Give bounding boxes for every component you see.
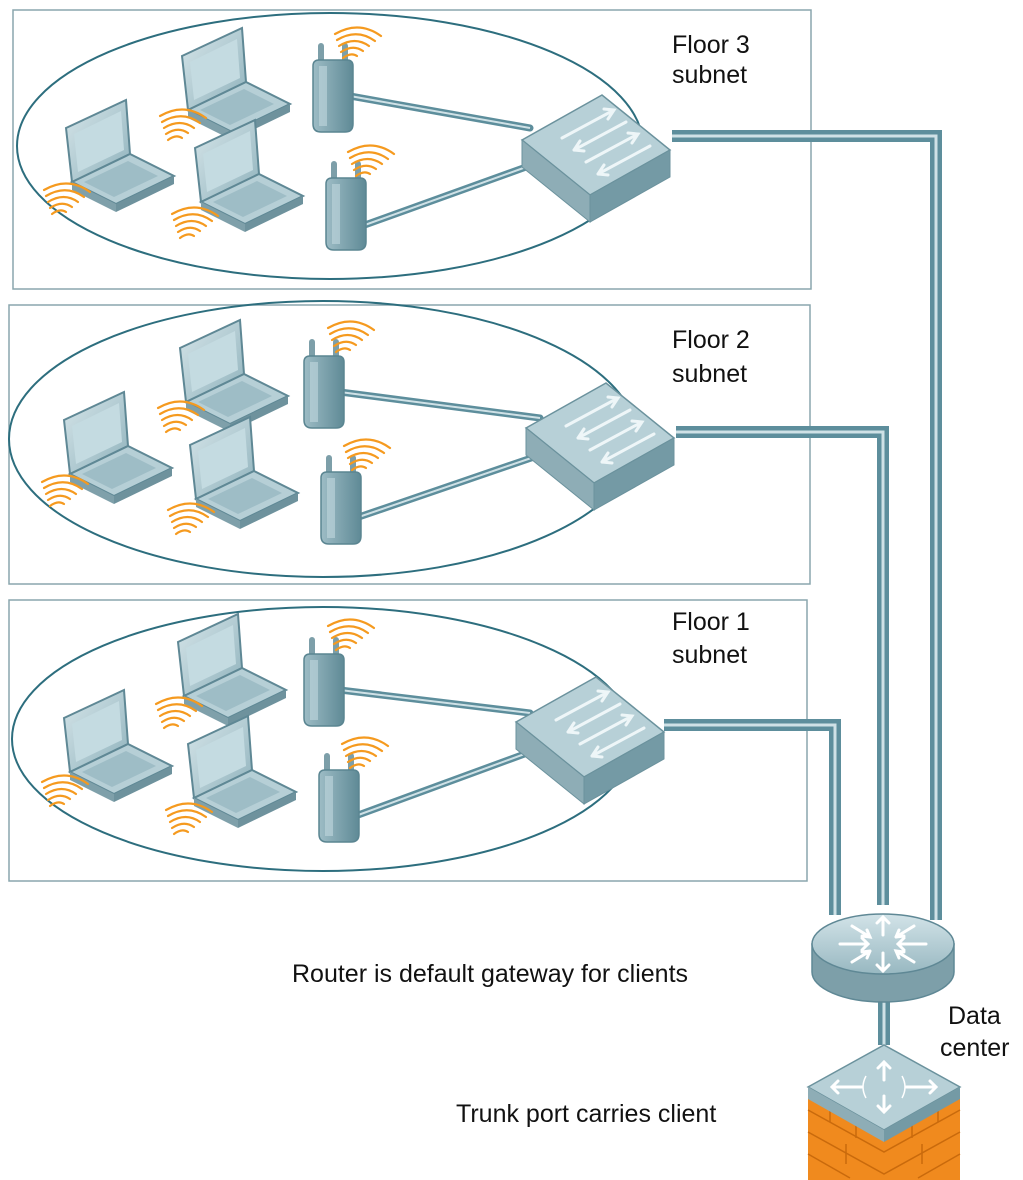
access-point-icon <box>304 640 344 726</box>
floor-2-devices <box>40 319 676 544</box>
wifi-signal-icon <box>154 696 204 730</box>
wifi-signal-icon <box>42 182 92 216</box>
datacenter-label-line1: Data <box>948 1002 1001 1030</box>
wifi-signal-icon <box>164 802 214 836</box>
wifi-signal-icon <box>170 206 220 240</box>
floor-2-subtitle: subnet <box>672 360 748 388</box>
wifi-signal-icon <box>156 400 206 434</box>
switch-icon <box>520 93 672 224</box>
floor-1-subtitle: subnet <box>672 641 748 669</box>
floor-3-subtitle: subnet <box>672 61 748 89</box>
laptop-icon <box>181 27 291 141</box>
floor-1-title: Floor 1 <box>672 608 750 636</box>
laptop-icon <box>194 119 304 233</box>
floor-1-subnet-box <box>8 599 808 882</box>
wifi-signal-icon <box>346 144 396 178</box>
floor-3-subnet-box <box>12 9 812 290</box>
access-point-icon <box>304 342 344 428</box>
laptop-icon <box>187 715 297 829</box>
router-note: Router is default gateway for clients <box>292 960 689 988</box>
floor-3-title: Floor 3 <box>672 31 750 59</box>
access-point-icon <box>313 46 353 132</box>
datacenter-label-line2: center <box>940 1034 1010 1062</box>
wifi-signal-icon <box>40 474 90 508</box>
floor-1-devices <box>40 613 666 842</box>
wifi-signal-icon <box>333 26 383 60</box>
wifi-signal-icon <box>158 108 208 142</box>
access-point-icon <box>326 164 366 250</box>
switch-icon <box>524 381 676 512</box>
wifi-signal-icon <box>166 502 216 536</box>
switch-to-router-cables <box>664 130 942 1045</box>
datacenter-switch-icon <box>806 1044 962 1180</box>
switch-icon <box>514 675 666 806</box>
laptop-icon <box>63 689 173 803</box>
floor-3-devices <box>42 26 672 250</box>
access-point-icon <box>319 756 359 842</box>
access-point-icon <box>321 458 361 544</box>
trunk-note: Trunk port carries client <box>456 1100 717 1128</box>
laptop-icon <box>189 416 299 530</box>
laptop-icon <box>179 319 289 433</box>
floor-2-title: Floor 2 <box>672 326 750 354</box>
router-icon <box>811 913 955 1003</box>
